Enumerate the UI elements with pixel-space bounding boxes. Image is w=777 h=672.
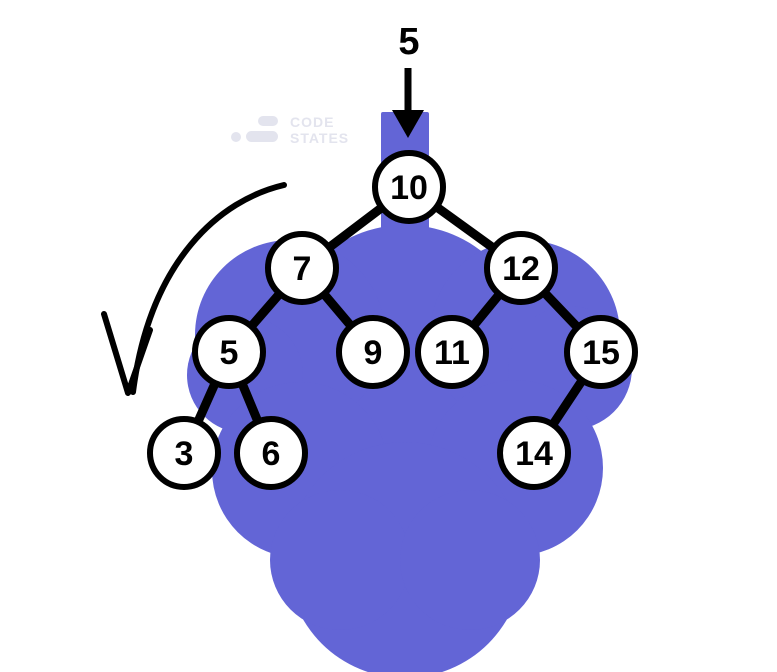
node-label: 11 — [434, 334, 470, 372]
node-label: 10 — [390, 169, 428, 207]
node-label: 15 — [582, 334, 620, 372]
node-label: 7 — [293, 250, 312, 288]
node-circle — [234, 416, 308, 490]
tree-nodes: 10 7 12 5 9 11 15 3 6 14 — [147, 150, 638, 490]
node-circle — [265, 231, 339, 305]
tree-node-12: 12 — [484, 231, 558, 305]
code-states-logo: CODE STATES — [231, 114, 349, 146]
tree-node-9: 9 — [336, 315, 410, 389]
node-circle — [415, 315, 489, 389]
node-label: 14 — [515, 435, 553, 473]
tree-node-6: 6 — [234, 416, 308, 490]
tree-node-5: 5 — [192, 315, 266, 389]
tree-node-14: 14 — [497, 416, 571, 490]
tree-node-11: 11 — [415, 315, 489, 389]
node-circle — [372, 150, 446, 224]
node-circle — [147, 416, 221, 490]
logo-text-line1: CODE — [290, 114, 334, 130]
node-label: 6 — [262, 435, 281, 473]
node-label: 3 — [175, 435, 194, 473]
node-circle — [336, 315, 410, 389]
tree-node-3: 3 — [147, 416, 221, 490]
insert-down-arrow — [392, 68, 424, 138]
node-label: 9 — [364, 334, 383, 372]
node-circle — [564, 315, 638, 389]
node-label: 5 — [220, 334, 239, 372]
tree-node-10: 10 — [372, 150, 446, 224]
traversal-curved-arrow — [101, 182, 287, 396]
node-circle — [497, 416, 571, 490]
tree-node-15: 15 — [564, 315, 638, 389]
node-label: 12 — [502, 250, 540, 288]
node-circle — [484, 231, 558, 305]
insert-value-label: 5 — [398, 21, 419, 63]
tree-node-7: 7 — [265, 231, 339, 305]
node-circle — [192, 315, 266, 389]
logo-text-line2: STATES — [290, 130, 349, 146]
